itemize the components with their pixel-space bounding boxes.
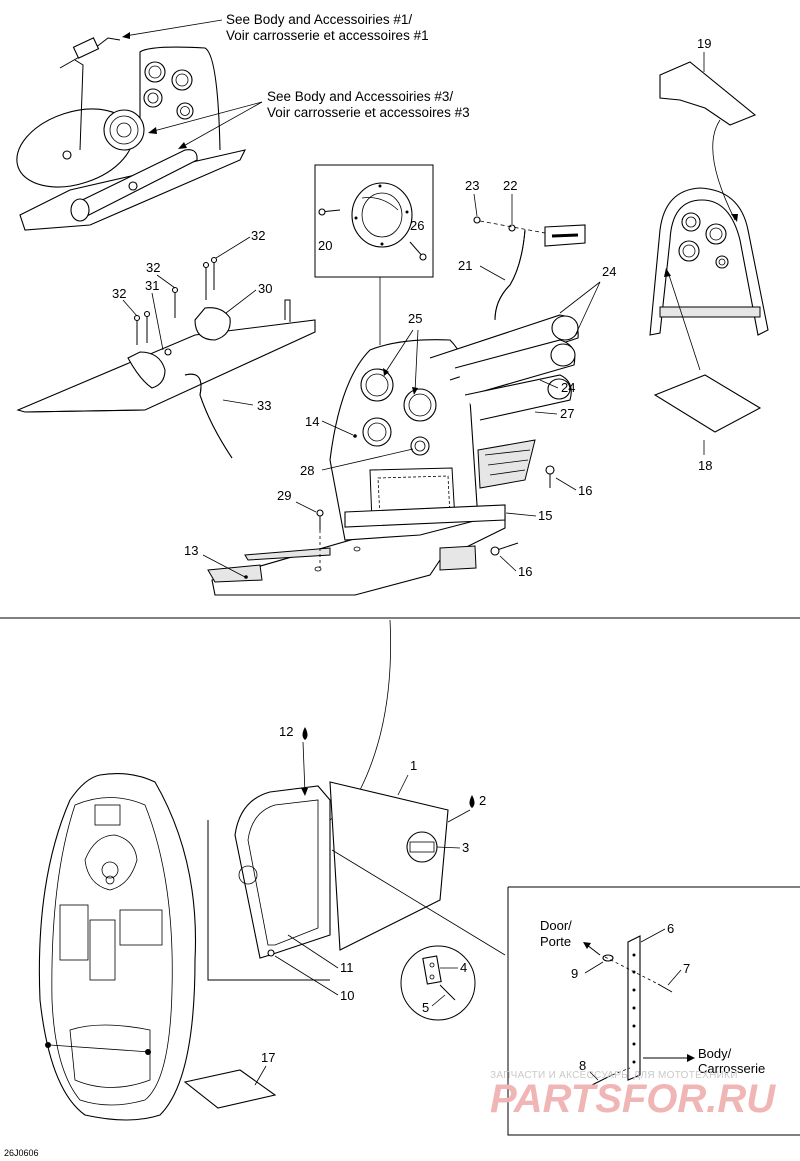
ref-body3-fr: Voir carrosserie et accessoires #3 — [267, 105, 470, 120]
detail-box — [507, 886, 800, 1136]
callout-12: 12 — [279, 724, 293, 739]
callout-18: 18 — [698, 458, 712, 473]
callout-11: 11 — [340, 960, 354, 975]
callout-31: 31 — [145, 278, 159, 293]
callout-4: 4 — [460, 960, 467, 975]
leader-body1 — [124, 19, 223, 37]
ref-body1-fr: Voir carrosserie et accessoires #1 — [226, 28, 429, 43]
door-label-en: Door/ — [540, 918, 572, 933]
callout-5: 5 — [422, 1000, 429, 1015]
hinge-detail-circle — [400, 945, 476, 1021]
inset-hatch-ring — [314, 164, 434, 278]
callout-10: 10 — [340, 988, 354, 1003]
ref-body3-en: See Body and Accessoiries #3/ — [267, 89, 453, 104]
callout-25: 25 — [408, 311, 422, 326]
callout-26: 26 — [410, 218, 424, 233]
callout-16-top: 16 — [578, 483, 592, 498]
door-label-fr: Porte — [540, 934, 571, 949]
leader-body3-b — [179, 101, 263, 149]
callout-9: 9 — [571, 966, 578, 981]
hull-top-view — [38, 773, 197, 1121]
watermark-line2: PARTSFOR.RU — [490, 1077, 776, 1121]
seal-17 — [183, 1069, 277, 1109]
callout-13: 13 — [184, 543, 198, 558]
hull-detail-bracket — [207, 820, 330, 981]
callout-24-top: 24 — [602, 264, 616, 279]
callout-21: 21 — [458, 258, 472, 273]
hatch-ring-detail — [318, 182, 427, 261]
callout-15: 15 — [538, 508, 552, 523]
callout-17: 17 — [261, 1050, 275, 1065]
leader-to-detail — [331, 849, 506, 956]
callout-23: 23 — [465, 178, 479, 193]
callout-28: 28 — [300, 463, 314, 478]
hull-section-line — [49, 1044, 151, 1053]
body-label-fr: Carrosserie — [698, 1061, 765, 1076]
callout-1: 1 — [410, 758, 417, 773]
hatch-seal-detail — [649, 61, 769, 433]
watermark-line1: ЗАПЧАСТИ И АКСЕССУАРЫ ДЛЯ МОТОТЕХНИКИ — [490, 1070, 738, 1081]
body-label-en: Body/ — [698, 1046, 732, 1061]
hinge-detail — [422, 955, 456, 1001]
drawing-code: 26J0606 — [4, 1148, 39, 1158]
callout-2: 2 — [479, 793, 486, 808]
callout-6: 6 — [667, 921, 674, 936]
leader-body3-a — [149, 101, 263, 133]
callout-32-mid: 32 — [146, 260, 160, 275]
callout-14: 14 — [305, 414, 319, 429]
reference-assembly-sketch — [16, 37, 247, 231]
callout-24-mid: 24 — [561, 380, 575, 395]
door-assembly — [234, 781, 449, 959]
sealant-drop-icon-2 — [469, 795, 475, 808]
callout-32-right: 32 — [251, 228, 265, 243]
hinge-strip-detail — [583, 935, 695, 1086]
platform-bracket-assembly — [16, 256, 316, 459]
callout-22: 22 — [503, 178, 517, 193]
callout-19: 19 — [697, 36, 711, 51]
ref-body1-en: See Body and Accessoiries #1/ — [226, 12, 412, 27]
callout-3: 3 — [462, 840, 469, 855]
callout-20: 20 — [318, 238, 332, 253]
storage-compartment-assembly — [207, 216, 586, 596]
callout-27: 27 — [560, 406, 574, 421]
callout-33: 33 — [257, 398, 271, 413]
callout-16-bottom: 16 — [518, 564, 532, 579]
callout-7: 7 — [683, 961, 690, 976]
callout-30: 30 — [258, 281, 272, 296]
callout-32-left: 32 — [112, 286, 126, 301]
sealant-drop-icon — [302, 727, 308, 740]
callout-8: 8 — [579, 1058, 586, 1073]
callout-29: 29 — [277, 488, 291, 503]
